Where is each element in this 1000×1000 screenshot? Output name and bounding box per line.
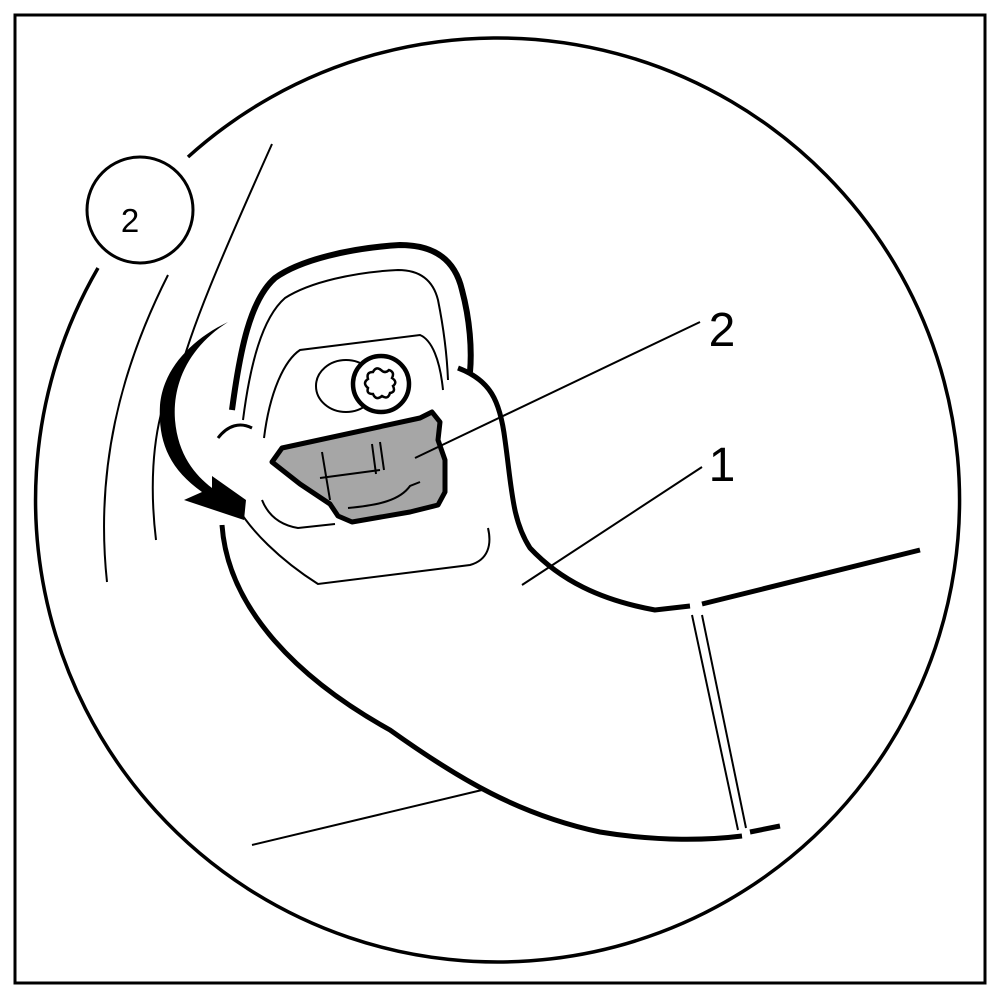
arrow-body [159, 322, 246, 520]
housing-seam-left [691, 614, 739, 831]
detail-circle [33, 36, 962, 964]
recess-outer-rim [229, 241, 474, 411]
highlighted-component [269, 409, 448, 525]
leader-lines [414, 321, 703, 586]
recess-floor-edge [263, 333, 444, 439]
leader-part-1 [521, 466, 703, 586]
step-badge-label: 2 [121, 202, 139, 239]
step-badge: 2 [85, 155, 195, 265]
curved-arrow-icon [159, 322, 246, 520]
housing-panel [219, 365, 921, 842]
recess [216, 241, 491, 586]
recess-floor-front [261, 499, 336, 530]
housing-right-edge [701, 547, 921, 607]
housing-seam-right [701, 614, 747, 829]
clip-ledge [216, 423, 253, 439]
torx-socket [363, 367, 397, 400]
recess-inner-rim [242, 268, 449, 421]
housing-outer-edge-end [749, 823, 781, 835]
recess-lower-wall [235, 504, 491, 586]
callout-part-1: 1 [709, 439, 736, 492]
housing-inner-edge [457, 365, 691, 613]
step-badge-circle [85, 155, 195, 265]
torx-screw-icon [315, 353, 412, 415]
contour-line-b [103, 274, 169, 583]
housing-outer-edge [219, 524, 743, 842]
leader-part-2 [414, 321, 701, 459]
callout-part-2: 2 [709, 304, 736, 357]
component-ribs [319, 441, 421, 509]
contour-line-bottom [251, 789, 483, 846]
